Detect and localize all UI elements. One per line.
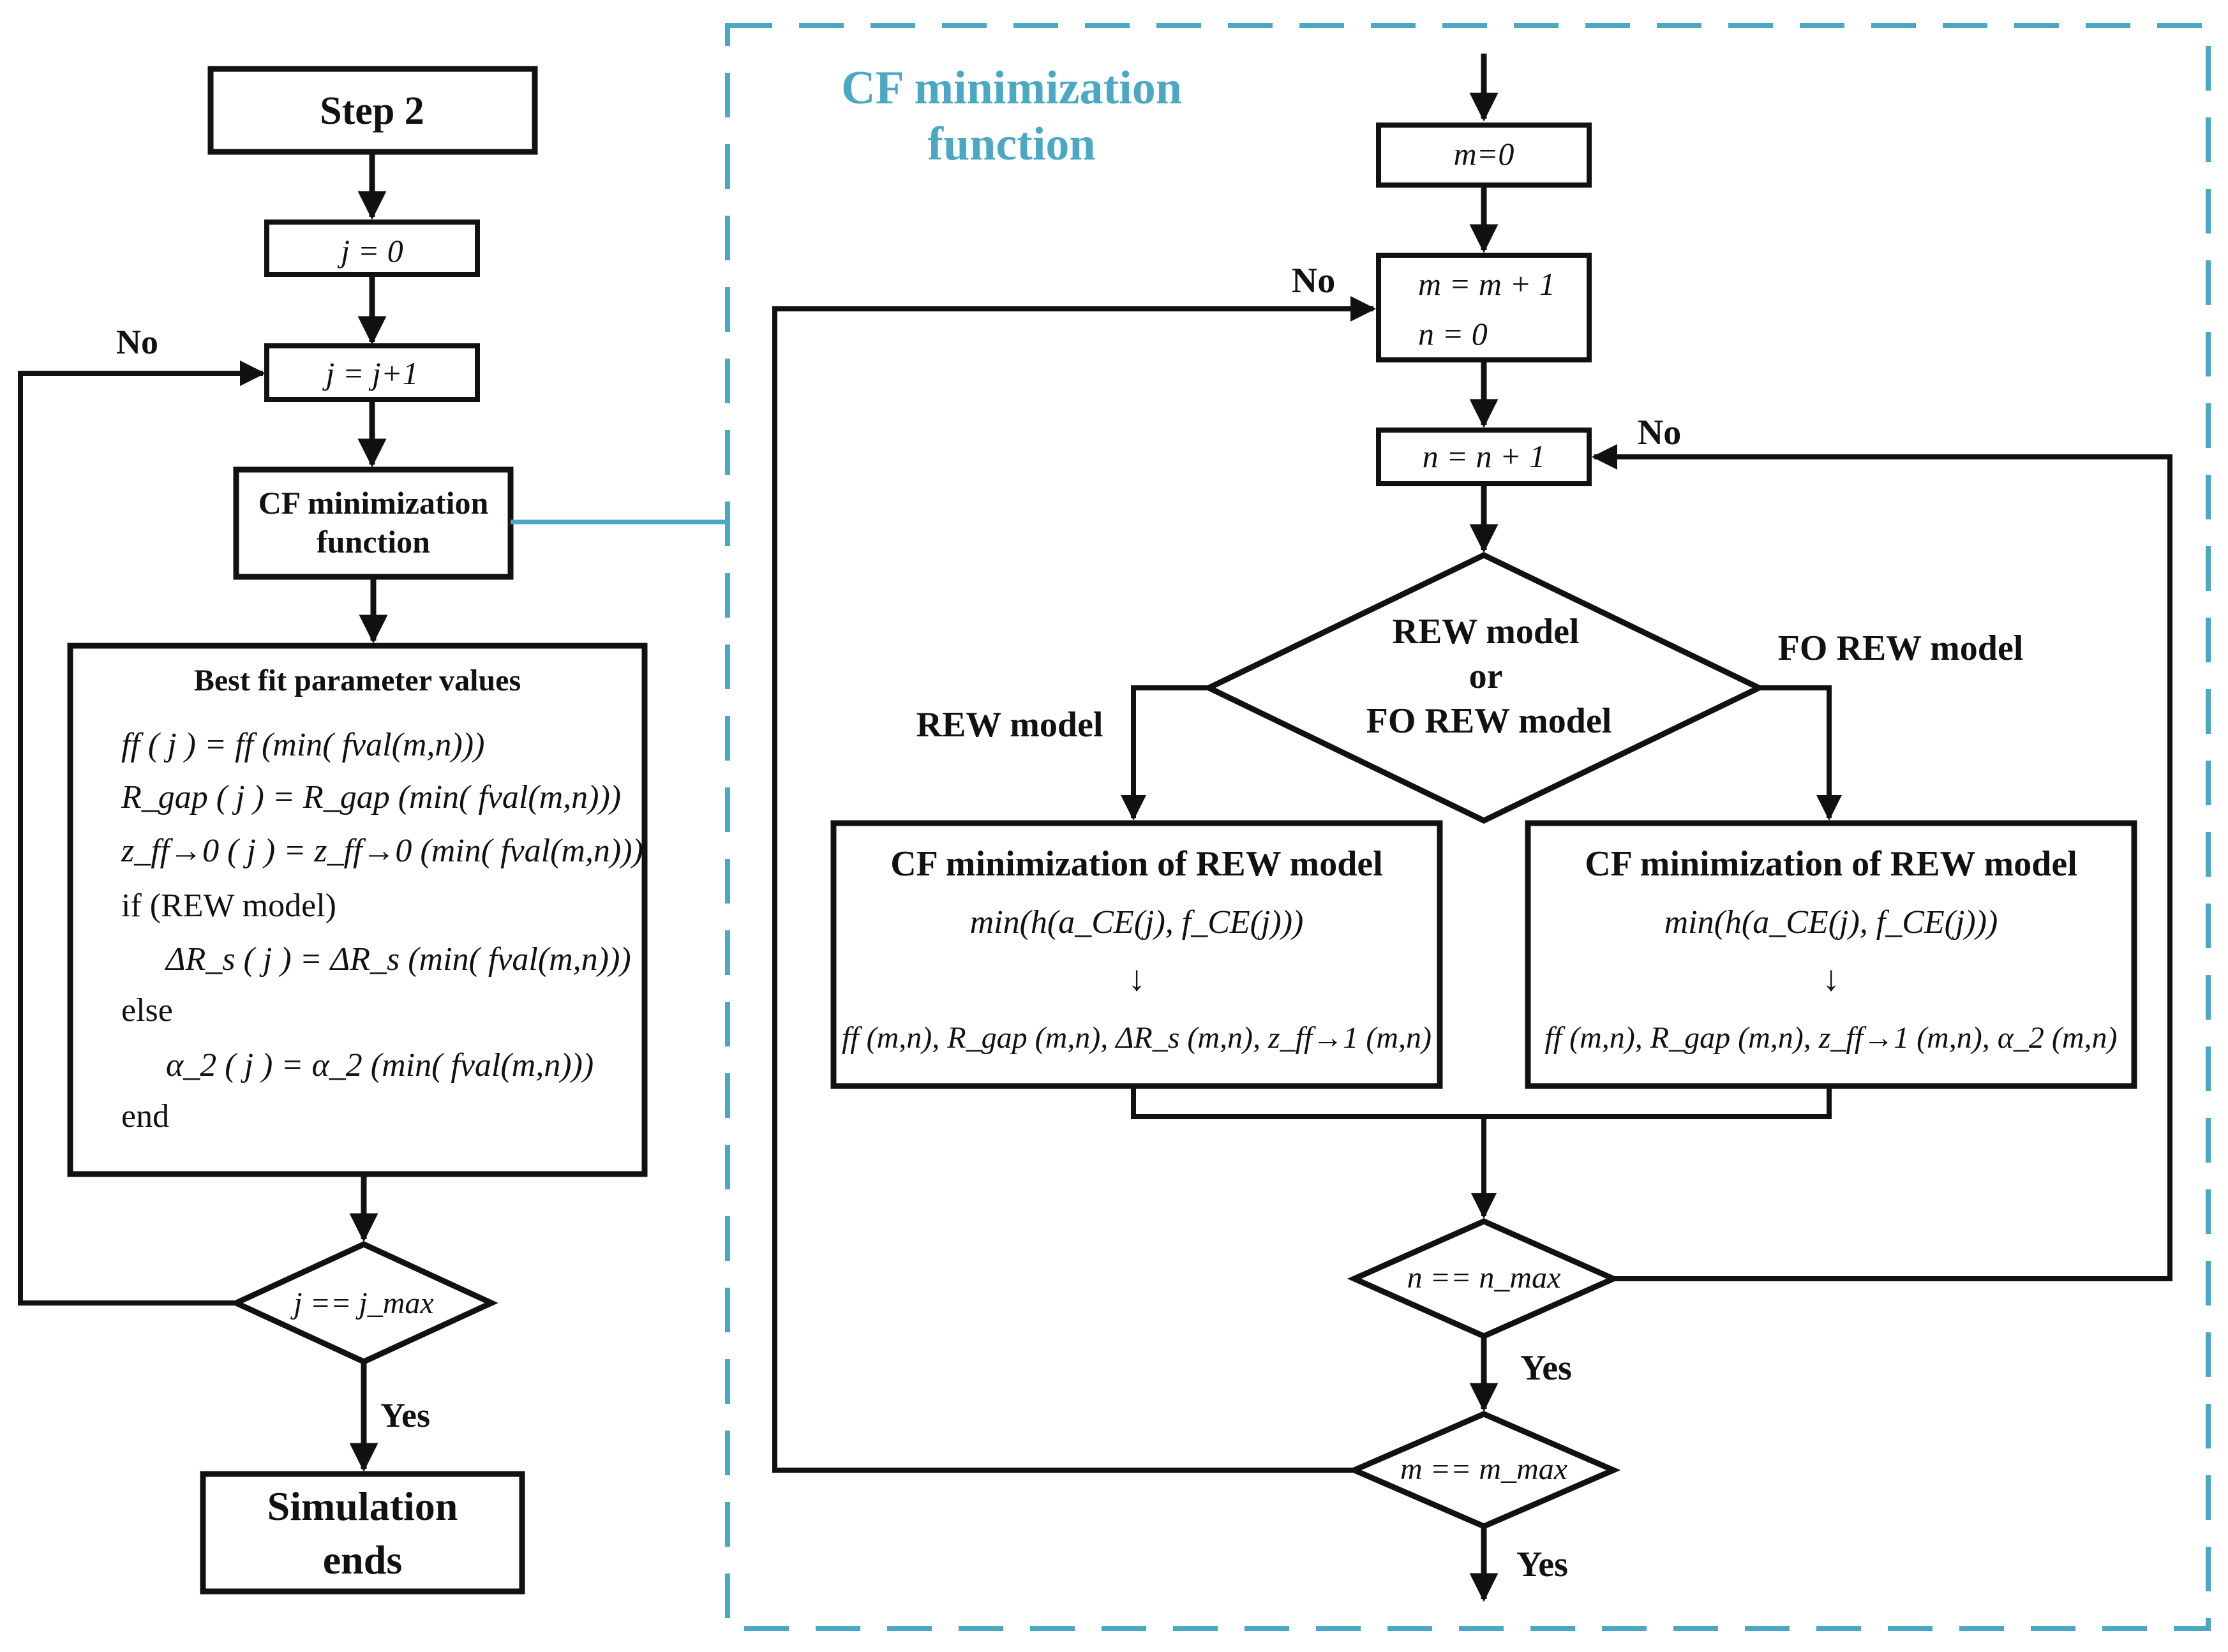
best-fit-line-if: if (REW model) (121, 888, 336, 924)
j-max-label: j == j_max (290, 1286, 433, 1320)
rew-minimization-box (830, 820, 1443, 1089)
fo-rew-branch-arrow (1759, 685, 1842, 821)
model-decision-line2: or (1469, 657, 1503, 696)
yes-label-left: Yes (380, 1396, 430, 1434)
model-decision (1202, 552, 1766, 824)
rew-box-arrow-glyph: ↓ (1128, 959, 1146, 999)
rew-box-title: CF minimization of REW model (890, 844, 1383, 884)
fo-rew-box-min-expr: min(h(a_CE(j), f_CE(j))) (1664, 904, 1998, 941)
m-init-label: m=0 (1454, 136, 1514, 172)
fo-rew-box-outputs: ff (m,n), R_gap (m,n), z_ff→1 (m,n), α_2… (1544, 1021, 2117, 1055)
n-increment-label: n = n + 1 (1423, 438, 1545, 474)
cf-function-panel (725, 23, 2211, 1631)
m-max-label: m == m_max (1400, 1452, 1567, 1486)
m-loop-arrow (772, 296, 1376, 1473)
simulation-ends-line2: ends (323, 1537, 403, 1582)
best-fit-line-rgap: R_gap ( j ) = R_gap (min( fval(m,n))) (121, 779, 621, 815)
rew-box-outputs: ff (m,n), R_gap (m,n), ΔR_s (m,n), z_ff→… (842, 1021, 1432, 1055)
step2-label: Step 2 (320, 89, 424, 133)
panel-title-line2: function (927, 118, 1095, 170)
panel-title-line1: CF minimization (841, 62, 1182, 114)
merge-line (1131, 1086, 1832, 1119)
fo-rew-branch-label: FO REW model (1778, 629, 2024, 668)
fo-rew-box-title: CF minimization of REW model (1585, 844, 2077, 884)
cf-box-line2: function (317, 524, 430, 560)
m-increment-line1: m = m + 1 (1418, 266, 1555, 302)
best-fit-line-else: else (121, 992, 173, 1029)
rew-box-min-expr: min(h(a_CE(j), f_CE(j))) (970, 904, 1304, 941)
j-increment-label: j = j+1 (322, 355, 418, 391)
no-label-m: No (1292, 261, 1335, 301)
fo-rew-box-arrow-glyph: ↓ (1822, 959, 1840, 999)
best-fit-line-ff: ff ( j ) = ff (min( fval(m,n))) (121, 727, 484, 763)
m-increment-line2: n = 0 (1418, 316, 1488, 352)
best-fit-title: Best fit parameter values (194, 664, 521, 697)
n-loop-arrow (1592, 444, 2172, 1281)
loop-back-arrow (18, 361, 265, 1306)
best-fit-box (67, 643, 648, 1177)
yes-label-m: Yes (1516, 1545, 1568, 1584)
simulation-ends-box (200, 1471, 525, 1595)
n-max-label: n == n_max (1407, 1261, 1561, 1295)
yes-label-n: Yes (1520, 1348, 1572, 1388)
best-fit-line-z: z_ff→0 ( j ) = z_ff→0 (min( fval(m,n))) (121, 833, 643, 869)
no-label-left: No (116, 323, 158, 361)
simulation-ends-line1: Simulation (267, 1484, 458, 1529)
rew-branch-arrow (1121, 685, 1209, 821)
best-fit-line-drs: ΔR_s ( j ) = ΔR_s (min( fval(m,n))) (165, 941, 631, 978)
j-init-label: j = 0 (337, 233, 403, 269)
cf-box-line1: CF minimization (258, 485, 489, 521)
rew-branch-label: REW model (916, 705, 1103, 745)
no-label-n: No (1638, 413, 1681, 452)
best-fit-line-end: end (121, 1098, 169, 1135)
model-decision-line1: REW model (1393, 612, 1580, 651)
best-fit-line-alpha: α_2 ( j ) = α_2 (min( fval(m,n))) (166, 1047, 594, 1083)
model-decision-line3: FO REW model (1366, 701, 1612, 741)
